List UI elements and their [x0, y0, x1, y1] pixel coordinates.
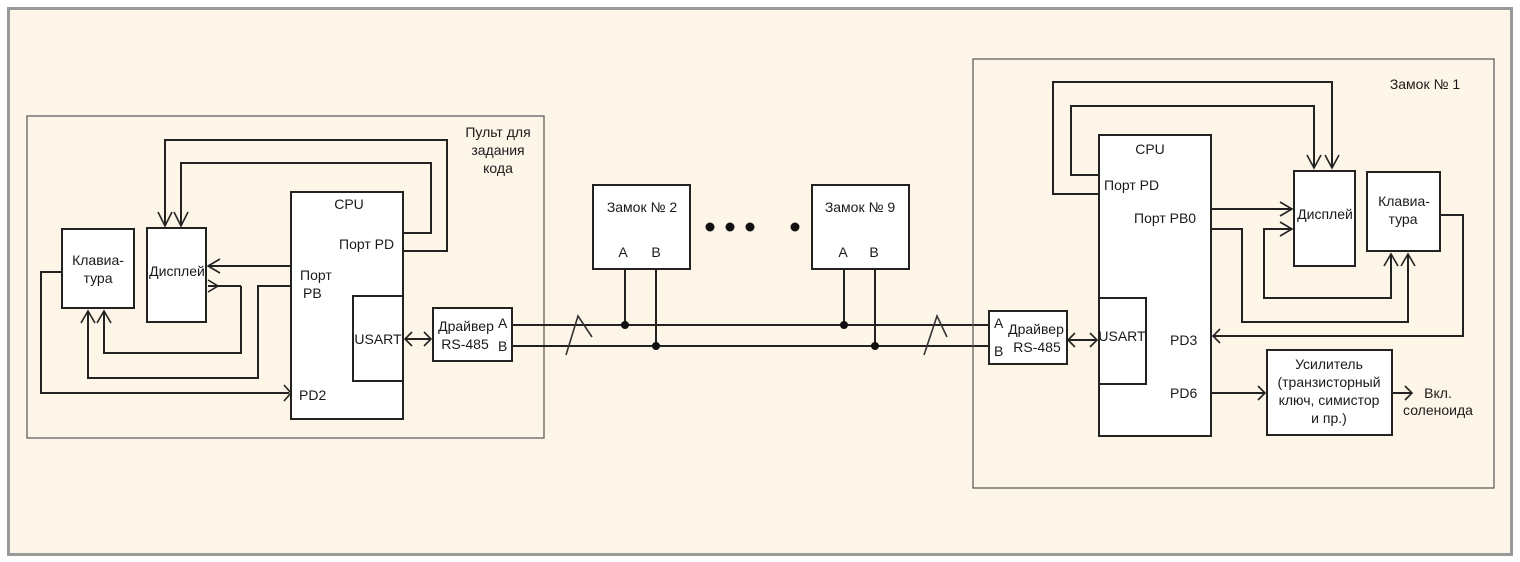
- console-pd2: PD2: [299, 387, 326, 403]
- arrow-head: [1211, 328, 1221, 344]
- output-label-2: соленоида: [1403, 402, 1473, 418]
- arrow-head: [283, 384, 293, 402]
- lock1-keyboard-label-2: тура: [1389, 211, 1418, 227]
- lock1-usart-block: [1099, 297, 1147, 385]
- arrow-head: [1404, 385, 1414, 401]
- console-port-pd: Порт PD: [339, 236, 394, 252]
- lock1-pin-b: B: [994, 343, 1003, 359]
- ellipsis-dot: [745, 222, 755, 232]
- console-wire-pd-display-2: [180, 162, 432, 234]
- arrow-head: [1279, 201, 1294, 217]
- arrow-head: [1383, 252, 1399, 267]
- lock9-label: Замок № 9: [825, 199, 896, 215]
- console-port-pb-2: PB: [303, 285, 322, 301]
- lock9-pin-a: A: [838, 244, 848, 260]
- console-cpu-block: [290, 191, 404, 420]
- lock1-pd6: PD6: [1170, 385, 1197, 401]
- arrow-head: [96, 309, 112, 324]
- lock1-pin-a: A: [994, 315, 1004, 331]
- amplifier-label-2: (транзисторный: [1277, 374, 1380, 390]
- console-wire-keyboard-pd2: [40, 271, 289, 394]
- console-title-line3: кода: [483, 160, 513, 176]
- lock1-cpu-label: CPU: [1135, 141, 1165, 157]
- console-port-pb-1: Порт: [300, 267, 332, 283]
- diagram-frame: [7, 7, 1513, 556]
- console-driver-label-1: Драйвер: [438, 318, 494, 334]
- arrow-head: [1257, 385, 1267, 401]
- amplifier-label-1: Усилитель: [1295, 356, 1363, 372]
- ellipsis-dot: [705, 222, 715, 232]
- console-keyboard-label-2: тура: [84, 270, 113, 286]
- console-cpu-label: CPU: [334, 196, 364, 212]
- lock1-keyboard-block: [1366, 171, 1441, 252]
- arrow-head: [206, 258, 221, 274]
- arrow-head: [1400, 252, 1416, 267]
- lock1-display-block: [1293, 170, 1356, 267]
- console-driver-label-2: RS-485: [441, 336, 489, 352]
- lock1-driver-block: [988, 310, 1068, 365]
- console-title-line2: задания: [471, 142, 524, 158]
- amplifier-label-4: и пр.): [1311, 410, 1347, 426]
- lock1-wire-pb0-keyboard: [1211, 228, 1409, 323]
- lock1-port-pd: Порт PD: [1104, 177, 1159, 193]
- lock2-block: [592, 184, 691, 270]
- lock2-pin-b: B: [651, 244, 660, 260]
- junction-dot: [652, 342, 660, 350]
- console-display-label: Дисплей: [149, 263, 205, 279]
- junction-dot: [871, 342, 879, 350]
- lock2-label: Замок № 2: [607, 199, 678, 215]
- lock1-driver-label-1: Драйвер: [1008, 321, 1064, 337]
- arrow-head: [80, 309, 96, 324]
- console-usart-block: [352, 295, 403, 382]
- arrow-head: [173, 211, 189, 228]
- bus-break-left: [565, 314, 593, 356]
- console-pin-b: B: [498, 338, 507, 354]
- bus-break-right: [923, 313, 948, 356]
- lock1-port-pb0: Порт PB0: [1134, 210, 1196, 226]
- lock1-driver-label-2: RS-485: [1013, 339, 1061, 355]
- arrow-head: [1279, 221, 1294, 237]
- lock1-group-border: [972, 58, 1495, 489]
- console-wire-pb-keyboard: [87, 285, 291, 379]
- arrow-head: [403, 331, 413, 347]
- console-title-line1: Пульт для: [465, 124, 530, 140]
- lock1-display-label: Дисплей: [1297, 206, 1353, 222]
- console-keyboard-block: [61, 228, 135, 309]
- arrow-head: [1089, 332, 1099, 348]
- junction-dot: [621, 321, 629, 329]
- lock1-wire-keyboard-pd3: [1213, 214, 1464, 337]
- lock9-pin-b: B: [869, 244, 878, 260]
- lock2-pin-a: A: [618, 244, 628, 260]
- arrow-head: [1306, 154, 1322, 170]
- arrow-head: [1066, 332, 1076, 348]
- output-label-1: Вкл.: [1424, 385, 1452, 401]
- lock1-pd3: PD3: [1170, 332, 1197, 348]
- lock1-wire-pd-display-1: [1052, 81, 1333, 195]
- arrow-head: [423, 331, 433, 347]
- ellipsis-dot: [725, 222, 735, 232]
- lock1-wire-pd-display-2: [1070, 105, 1315, 176]
- lock1-usart-label: USART: [1098, 328, 1146, 344]
- console-driver-block: [432, 307, 513, 362]
- console-wire-display-keyboard: [103, 286, 242, 354]
- console-wire-pd-display-1: [164, 139, 448, 252]
- arrow-head: [157, 211, 173, 228]
- lock1-keyboard-label-1: Клавиа-: [1378, 193, 1430, 209]
- console-pin-a: A: [498, 315, 508, 331]
- amplifier-label-3: ключ, симистор: [1279, 392, 1380, 408]
- console-display-block: [146, 227, 207, 323]
- lock9-block: [811, 184, 910, 270]
- junction-dot: [840, 321, 848, 329]
- lock1-wire-display-keyboard: [1263, 228, 1392, 299]
- lock1-cpu-block: [1098, 134, 1212, 437]
- console-keyboard-label-1: Клавиа-: [72, 252, 124, 268]
- lock1-title: Замок № 1: [1390, 76, 1461, 92]
- console-usart-label: USART: [354, 331, 402, 347]
- console-group-border: [26, 115, 545, 439]
- ellipsis-dot: [790, 222, 800, 232]
- arrow-head: [1324, 154, 1340, 170]
